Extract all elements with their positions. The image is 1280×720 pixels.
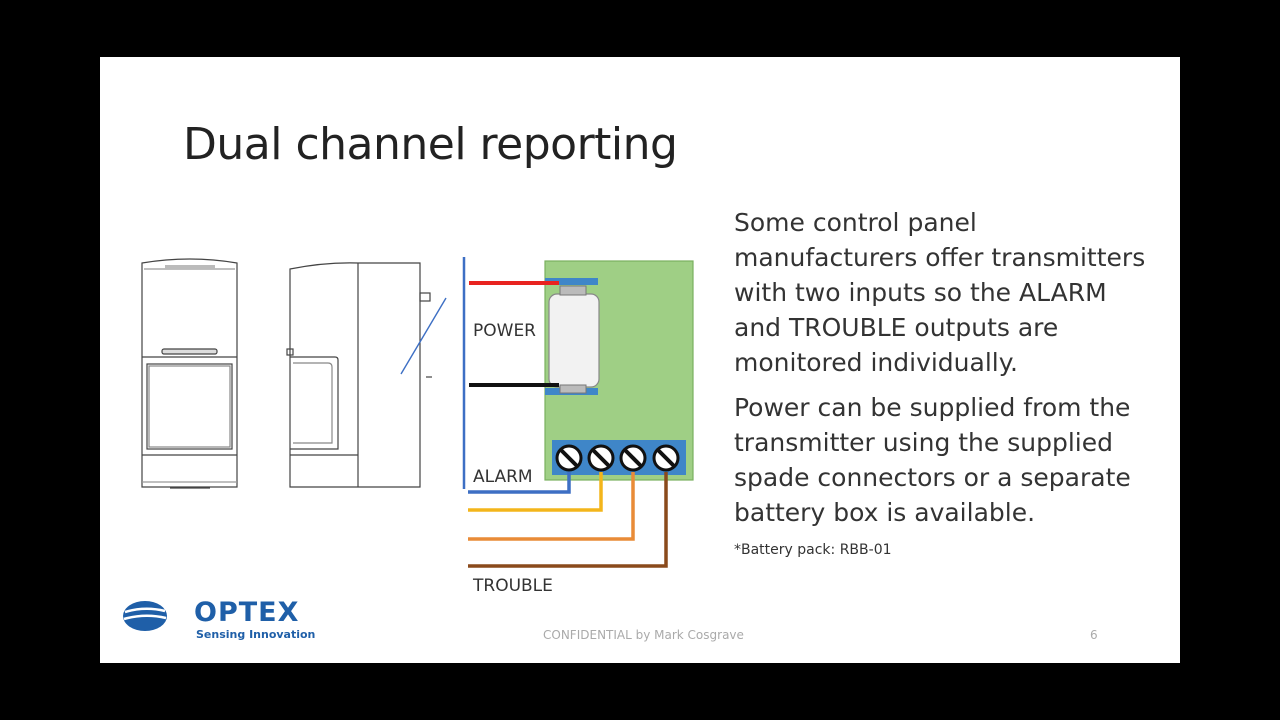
footer-confidential: CONFIDENTIAL by Mark Cosgrave bbox=[543, 628, 744, 642]
body-paragraph: Some control panel manufacturers offer t… bbox=[734, 208, 1146, 377]
trouble-label: TROUBLE bbox=[472, 576, 553, 596]
detector-front-view bbox=[141, 258, 238, 489]
logo-name: OPTEX bbox=[194, 597, 300, 628]
alarm-wire-blue bbox=[468, 472, 571, 494]
body-text: Some control panel manufacturers offer t… bbox=[734, 205, 1154, 560]
alarm-wire-yellow bbox=[468, 472, 603, 512]
battery bbox=[545, 278, 600, 395]
logo-tagline: Sensing Innovation bbox=[196, 628, 316, 641]
detector-side-view bbox=[286, 262, 432, 488]
slide: Dual channel reporting bbox=[100, 57, 1180, 663]
leader-line bbox=[400, 297, 447, 375]
terminal-screw bbox=[555, 444, 583, 472]
terminal-screw bbox=[652, 444, 680, 472]
optex-globe-icon bbox=[123, 601, 167, 631]
body-paragraph: Power can be supplied from the transmitt… bbox=[734, 393, 1131, 527]
alarm-label: ALARM bbox=[473, 467, 533, 487]
footnote: *Battery pack: RBB-01 bbox=[734, 542, 892, 558]
terminal-screw bbox=[587, 444, 615, 472]
wiring-diagram: POWER ALARM TROUBLE bbox=[141, 257, 694, 596]
optex-logo: OPTEX Sensing Innovation bbox=[122, 597, 315, 641]
terminal-block bbox=[552, 440, 686, 475]
power-label: POWER bbox=[473, 321, 536, 341]
trouble-wire-brown bbox=[468, 472, 668, 568]
terminal-screw bbox=[619, 444, 647, 472]
slide-title: Dual channel reporting bbox=[183, 119, 678, 170]
trouble-wire-orange bbox=[468, 472, 635, 541]
page-number: 6 bbox=[1090, 628, 1098, 642]
